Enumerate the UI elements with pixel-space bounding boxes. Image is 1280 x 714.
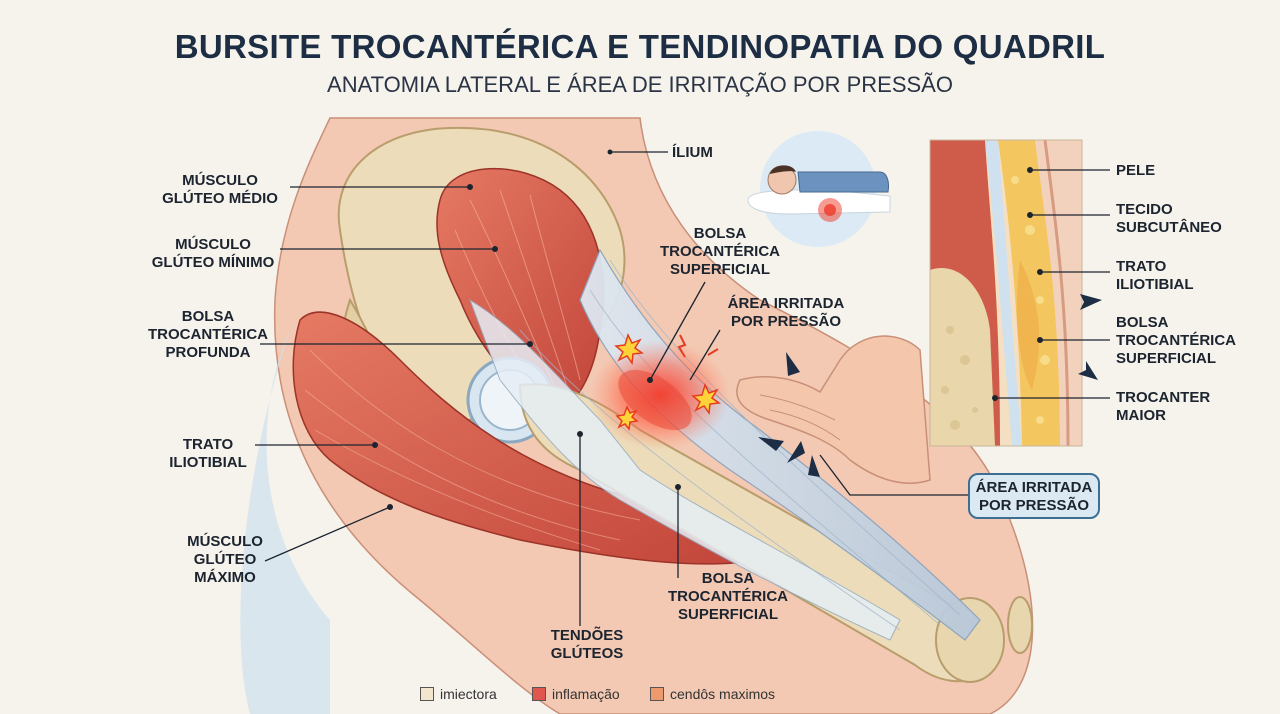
pressing-hand — [736, 335, 931, 484]
legend-swatch — [532, 687, 546, 701]
legend-swatch — [650, 687, 664, 701]
inset-label-skin: PELE — [1116, 162, 1156, 179]
legend-item: imiectora — [420, 686, 497, 702]
diagram-title: BURSITE TROCANTÉRICA E TENDINOPATIA DO Q… — [174, 28, 1106, 65]
label-ilium: ÍLIUM — [672, 144, 713, 161]
irritation-sparks — [614, 332, 722, 431]
pressure-arrows — [758, 352, 820, 477]
gluteus-medius-muscle — [436, 167, 605, 411]
legend-item: cendôs maximos — [650, 686, 775, 702]
leader-lines — [255, 151, 1110, 626]
legend-swatch — [420, 687, 434, 701]
diagram-subtitle: ANATOMIA LATERAL E ÁREA DE IRRITAÇÃO POR… — [327, 72, 953, 97]
superficial-bursa — [618, 369, 692, 431]
cross-section-inset — [930, 140, 1082, 446]
legend: imiectora inflamação cendôs maximos — [0, 686, 1280, 706]
pelvis-shadow — [240, 330, 330, 714]
legend-item: inflamação — [532, 686, 620, 702]
gluteal-tendons — [469, 298, 901, 641]
